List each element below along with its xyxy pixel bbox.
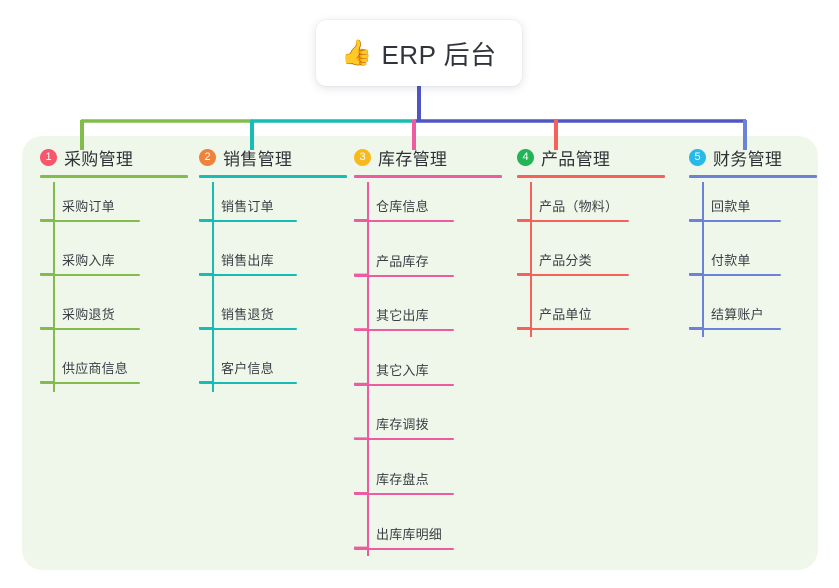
leaf-node[interactable]: 回款单 <box>689 196 781 222</box>
leaf-node-label: 产品库存 <box>376 253 429 269</box>
leaf-node[interactable]: 销售订单 <box>199 196 297 222</box>
branch-column-1: 1 采购管理 <box>40 144 188 178</box>
page-title: ERP 后台 <box>381 39 497 70</box>
branch-header-2[interactable]: 2 销售管理 <box>199 144 347 170</box>
leaf-node-label: 其它入库 <box>376 362 429 378</box>
leaf-node-underline <box>354 547 454 550</box>
leaf-node-label: 产品单位 <box>539 307 592 322</box>
leaf-node-underline <box>689 328 781 330</box>
leaf-node-label: 采购退货 <box>62 307 115 322</box>
leaf-node-underline <box>354 438 454 441</box>
leaf-node-label: 库存盘点 <box>376 472 429 487</box>
branch-header-1[interactable]: 1 采购管理 <box>40 144 188 170</box>
branch-header-3[interactable]: 3 库存管理 <box>354 144 502 170</box>
leaf-node[interactable]: 销售退货 <box>199 304 297 330</box>
leaf-node-label: 客户信息 <box>221 361 274 376</box>
leaf-node-underline <box>517 274 629 276</box>
leaf-node[interactable]: 付款单 <box>689 250 781 276</box>
leaf-node-label: 销售出库 <box>221 253 274 268</box>
branch-underline-1 <box>40 175 188 178</box>
branch-column-4: 4 产品管理 <box>517 144 665 178</box>
leaf-node-underline <box>199 220 297 222</box>
branch-column-5: 5 财务管理 <box>689 144 817 178</box>
leaf-node-underline <box>40 274 140 276</box>
leaf-node[interactable]: 结算账户 <box>689 304 781 330</box>
leaf-node[interactable]: 产品（物料） <box>517 196 629 222</box>
branch-title-4: 产品管理 <box>541 149 611 169</box>
branch-header-5[interactable]: 5 财务管理 <box>689 144 817 170</box>
leaf-node-underline <box>517 220 629 222</box>
leaf-node-underline <box>517 328 629 330</box>
leaf-node-underline <box>199 382 297 384</box>
leaf-node[interactable]: 仓库信息 <box>354 196 454 222</box>
branch-underline-2 <box>199 175 347 178</box>
leaf-node-label: 仓库信息 <box>376 199 429 214</box>
branch-title-3: 库存管理 <box>378 149 448 169</box>
branch-underline-4 <box>517 175 665 178</box>
branch-column-2: 2 销售管理 <box>199 144 347 178</box>
leaf-node-label: 结算账户 <box>711 307 764 322</box>
leaf-node[interactable]: 出库库明细 <box>354 524 454 550</box>
leaf-node[interactable]: 其它入库 <box>354 360 454 386</box>
leaf-node-underline <box>40 220 140 222</box>
branch-number-badge-4: 4 <box>517 148 534 166</box>
leaf-node[interactable]: 产品分类 <box>517 250 629 276</box>
branch-number-badge-2: 2 <box>199 148 216 166</box>
leaf-node[interactable]: 产品库存 <box>354 251 454 277</box>
branch-column-3: 3 库存管理 <box>354 144 502 178</box>
leaf-node-label: 采购订单 <box>62 199 115 214</box>
leaf-node[interactable]: 库存盘点 <box>354 469 454 495</box>
leaf-node-label: 其它出库 <box>376 308 429 324</box>
leaf-node-underline <box>199 328 297 330</box>
leaf-node-underline <box>354 383 454 386</box>
leaf-node-underline <box>689 274 781 276</box>
leaf-node-underline <box>40 328 140 330</box>
leaf-node[interactable]: 采购入库 <box>40 250 140 276</box>
branch-underline-5 <box>689 175 817 178</box>
leaf-node[interactable]: 采购订单 <box>40 196 140 222</box>
root-node-card[interactable]: 👍 ERP 后台 <box>316 20 522 86</box>
branches-panel <box>22 136 818 570</box>
branch-number-badge-3: 3 <box>354 148 371 166</box>
leaf-node-underline <box>354 220 454 222</box>
leaf-node-underline <box>40 382 140 384</box>
branch-header-4[interactable]: 4 产品管理 <box>517 144 665 170</box>
thumbs-up-icon: 👍 <box>341 38 373 67</box>
leaf-node-label: 回款单 <box>711 199 751 214</box>
leaf-node-label: 出库库明细 <box>376 526 443 542</box>
leaf-node[interactable]: 采购退货 <box>40 304 140 330</box>
leaf-node-label: 库存调拨 <box>376 417 429 433</box>
leaf-node-label: 销售订单 <box>221 199 274 214</box>
leaf-node-label: 供应商信息 <box>62 361 129 376</box>
leaf-node[interactable]: 供应商信息 <box>40 358 140 384</box>
leaf-node-underline <box>689 220 781 222</box>
leaf-node-label: 销售退货 <box>221 307 274 322</box>
leaf-node-underline <box>354 493 454 495</box>
leaf-node[interactable]: 库存调拨 <box>354 414 454 441</box>
branch-underline-3 <box>354 175 502 178</box>
branch-title-1: 采购管理 <box>64 149 134 169</box>
leaf-node[interactable]: 销售出库 <box>199 250 297 276</box>
leaf-node-underline <box>354 329 454 332</box>
branch-title-2: 销售管理 <box>223 149 293 169</box>
leaf-node[interactable]: 其它出库 <box>354 305 454 332</box>
leaf-node-label: 付款单 <box>711 253 751 268</box>
branch-title-5: 财务管理 <box>713 149 783 169</box>
branch-number-badge-1: 1 <box>40 148 57 166</box>
leaf-node-underline <box>199 274 297 276</box>
leaf-node-label: 产品分类 <box>539 253 592 268</box>
branch-number-badge-5: 5 <box>689 148 706 166</box>
leaf-node-label: 产品（物料） <box>539 199 619 214</box>
leaf-node[interactable]: 客户信息 <box>199 358 297 384</box>
leaf-node[interactable]: 产品单位 <box>517 304 629 330</box>
leaf-node-underline <box>354 274 454 277</box>
leaf-node-label: 采购入库 <box>62 253 115 268</box>
